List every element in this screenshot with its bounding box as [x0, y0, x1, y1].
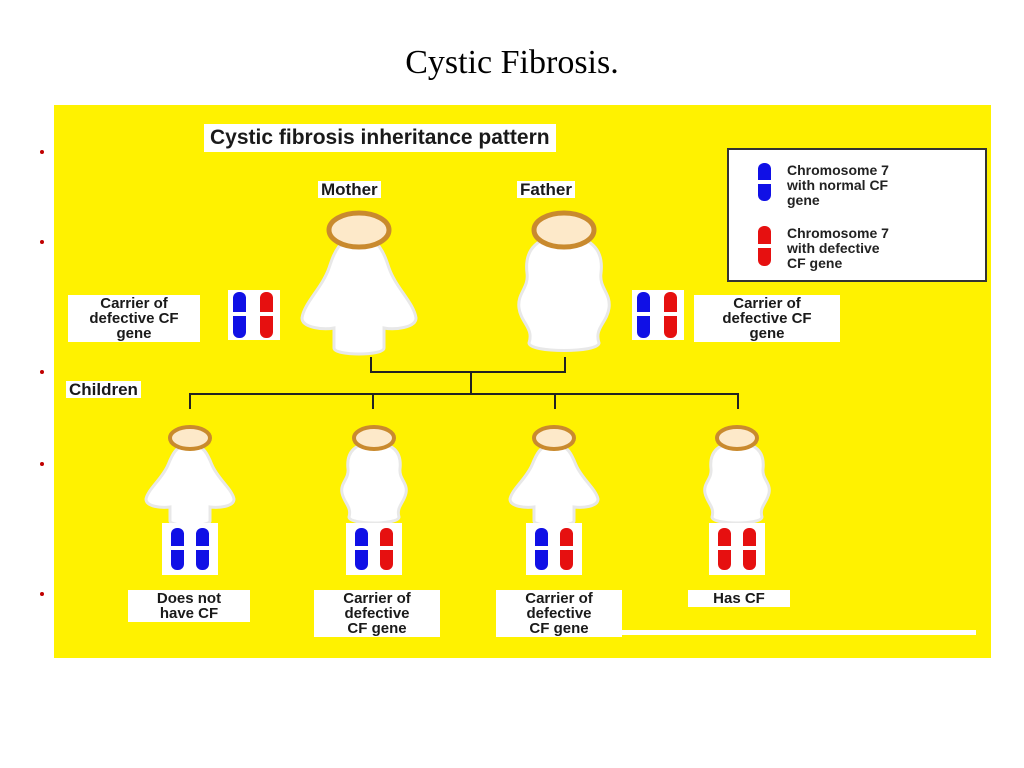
legend-defective-text: Chromosome 7 with defective CF gene	[787, 225, 889, 271]
mother-status-label: Carrier of defective CF gene	[68, 295, 200, 342]
chromosome-icon	[560, 528, 573, 570]
child-2-figure-icon	[340, 425, 408, 525]
chromosome-icon	[260, 292, 273, 338]
connector-line	[564, 357, 566, 373]
connector-line	[189, 393, 739, 395]
legend: Chromosome 7 with normal CF gene Chromos…	[727, 148, 987, 282]
chromosome-icon	[664, 292, 677, 338]
connector-line	[189, 393, 191, 409]
child-1-chromosome-pair	[162, 523, 218, 575]
father-chromosome-pair	[632, 290, 684, 340]
connector-line	[470, 371, 472, 395]
connector-line	[372, 393, 374, 409]
inheritance-diagram: Cystic fibrosis inheritance pattern Chro…	[54, 105, 991, 658]
child-2-chromosome-pair	[346, 523, 402, 575]
bullet-mark	[40, 370, 44, 374]
image-artifact	[616, 630, 976, 635]
child-2-status-label: Carrier of defective CF gene	[314, 590, 440, 637]
slide-title: Cystic Fibrosis.	[405, 44, 619, 81]
father-label: Father	[517, 181, 575, 198]
chromosome-icon	[718, 528, 731, 570]
child-4-chromosome-pair	[709, 523, 765, 575]
legend-normal-text: Chromosome 7 with normal CF gene	[787, 162, 889, 208]
bullet-mark	[40, 462, 44, 466]
child-3-status-label: Carrier of defective CF gene	[496, 590, 622, 637]
legend-normal-chromosome-icon	[758, 163, 771, 201]
chromosome-icon	[743, 528, 756, 570]
connector-line	[370, 371, 566, 373]
children-label: Children	[66, 381, 141, 398]
child-4-status-label: Has CF	[688, 590, 790, 607]
connector-line	[554, 393, 556, 409]
chromosome-icon	[535, 528, 548, 570]
mother-chromosome-pair	[228, 290, 280, 340]
diagram-heading: Cystic fibrosis inheritance pattern	[204, 124, 556, 152]
bullet-mark	[40, 592, 44, 596]
child-1-status-label: Does not have CF	[128, 590, 250, 622]
mother-figure-icon	[300, 210, 418, 356]
chromosome-icon	[196, 528, 209, 570]
chromosome-icon	[355, 528, 368, 570]
child-1-figure-icon	[144, 425, 236, 527]
chromosome-icon	[637, 292, 650, 338]
child-4-figure-icon	[703, 425, 771, 525]
bullet-mark	[40, 150, 44, 154]
legend-defective-chromosome-icon	[758, 226, 771, 266]
chromosome-icon	[171, 528, 184, 570]
mother-label: Mother	[318, 181, 381, 198]
bullet-mark	[40, 240, 44, 244]
father-status-label: Carrier of defective CF gene	[694, 295, 840, 342]
chromosome-icon	[380, 528, 393, 570]
chromosome-icon	[233, 292, 246, 338]
connector-line	[370, 357, 372, 373]
father-figure-icon	[517, 210, 611, 352]
child-3-figure-icon	[508, 425, 600, 527]
connector-line	[737, 393, 739, 409]
child-3-chromosome-pair	[526, 523, 582, 575]
